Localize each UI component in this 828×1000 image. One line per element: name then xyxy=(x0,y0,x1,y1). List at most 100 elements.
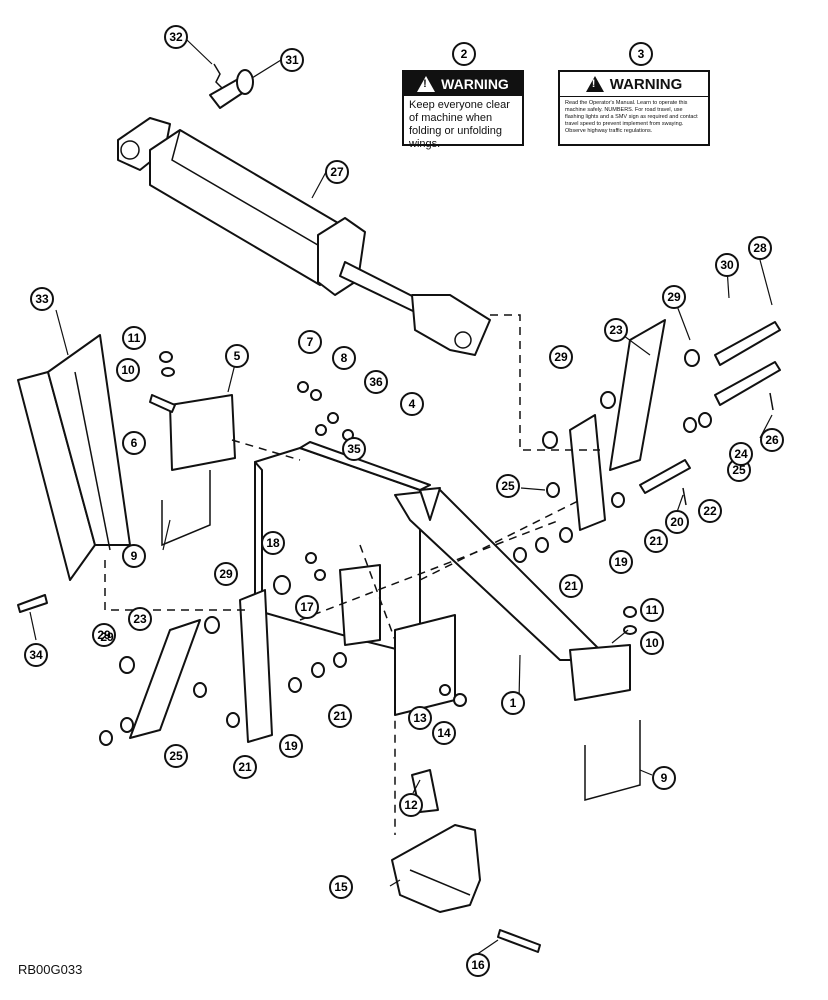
callout-21d: 21 xyxy=(233,755,257,779)
callout-19: 19 xyxy=(609,550,633,574)
callout-13: 13 xyxy=(408,706,432,730)
callout-32: 32 xyxy=(164,25,188,49)
callout-35: 35 xyxy=(342,437,366,461)
svg-text:29: 29 xyxy=(554,350,568,364)
callout-4: 4 xyxy=(400,392,424,416)
warning-triangle-icon: ! xyxy=(417,76,436,92)
svg-text:21: 21 xyxy=(238,760,252,774)
svg-text:11: 11 xyxy=(128,331,141,345)
svg-text:35: 35 xyxy=(347,442,361,456)
hydraulic-cylinder xyxy=(117,117,491,356)
callout-29d: 29 xyxy=(92,623,116,647)
svg-text:8: 8 xyxy=(341,351,348,365)
svg-text:19: 19 xyxy=(614,555,628,569)
svg-text:14: 14 xyxy=(437,726,451,740)
svg-text:25: 25 xyxy=(169,749,183,763)
washers xyxy=(99,349,712,746)
callout-20: 20 xyxy=(665,510,689,534)
warning-text: Read the Operator's Manual. Learn to ope… xyxy=(565,100,698,134)
callout-23b: 23 xyxy=(128,607,152,631)
svg-text:23: 23 xyxy=(609,323,623,337)
svg-text:5: 5 xyxy=(234,349,241,363)
callout-33: 33 xyxy=(30,287,54,311)
svg-text:6: 6 xyxy=(131,436,138,450)
alignment-lines xyxy=(104,314,600,835)
callout-36: 36 xyxy=(364,370,388,394)
callout-31: 31 xyxy=(280,48,304,72)
svg-text:11: 11 xyxy=(646,603,659,617)
warning-text: Keep everyone clear of machine when fold… xyxy=(409,99,510,150)
svg-text:34: 34 xyxy=(29,648,43,662)
callout-24: 24 xyxy=(729,442,753,466)
svg-text:30: 30 xyxy=(720,258,734,272)
callout-21b: 21 xyxy=(559,574,583,598)
svg-text:33: 33 xyxy=(35,292,49,306)
callout-19b: 19 xyxy=(279,734,303,758)
callout-9: 9 xyxy=(122,544,146,568)
svg-text:29: 29 xyxy=(97,628,111,642)
leader-lines xyxy=(29,39,773,956)
svg-text:25: 25 xyxy=(732,463,746,477)
callout-21: 21 xyxy=(644,529,668,553)
callout-16: 16 xyxy=(466,953,490,977)
svg-text:21: 21 xyxy=(649,534,663,548)
callout-30: 30 xyxy=(715,253,739,277)
svg-text:26: 26 xyxy=(765,433,779,447)
svg-text:27: 27 xyxy=(330,165,344,179)
links xyxy=(129,319,666,743)
callout-21c: 21 xyxy=(328,704,352,728)
svg-text:20: 20 xyxy=(670,515,684,529)
plates xyxy=(17,334,236,581)
callout-29b: 29 xyxy=(549,345,573,369)
u-bolts xyxy=(161,470,641,801)
callout-14: 14 xyxy=(432,721,456,745)
svg-text:2: 2 xyxy=(461,47,468,61)
svg-text:4: 4 xyxy=(409,397,416,411)
svg-text:21: 21 xyxy=(333,709,347,723)
svg-text:29: 29 xyxy=(100,630,114,644)
svg-text:24: 24 xyxy=(734,447,748,461)
callout-9b: 9 xyxy=(652,766,676,790)
callout-28: 28 xyxy=(748,236,772,260)
warning-decal-operators-manual: ! WARNING Read the Operator's Manual. Le… xyxy=(558,70,710,146)
callout-29: 29 xyxy=(662,285,686,309)
pins xyxy=(639,321,781,494)
svg-text:17: 17 xyxy=(300,600,314,614)
callout-1: 1 xyxy=(501,691,525,715)
svg-text:1: 1 xyxy=(510,696,517,710)
svg-text:19: 19 xyxy=(284,739,298,753)
svg-text:9: 9 xyxy=(661,771,668,785)
diagram-code: RB00G033 xyxy=(18,962,83,977)
callout-3: 3 xyxy=(629,42,653,66)
svg-text:7: 7 xyxy=(307,335,314,349)
svg-text:25: 25 xyxy=(501,479,515,493)
callout-23: 23 xyxy=(604,318,628,342)
svg-text:10: 10 xyxy=(645,636,659,650)
svg-text:12: 12 xyxy=(404,798,418,812)
callout-15: 15 xyxy=(329,875,353,899)
callout-12: 12 xyxy=(399,793,423,817)
svg-text:13: 13 xyxy=(413,711,427,725)
callout-6: 6 xyxy=(122,431,146,455)
callout-2: 2 xyxy=(452,42,476,66)
svg-text:15: 15 xyxy=(334,880,348,894)
callout-29c: 29 xyxy=(214,562,238,586)
svg-text:31: 31 xyxy=(285,53,299,67)
callout-11b: 11 xyxy=(640,598,664,622)
svg-text:18: 18 xyxy=(266,536,280,550)
callout-34: 34 xyxy=(24,643,48,667)
svg-text:3: 3 xyxy=(638,47,645,61)
svg-text:28: 28 xyxy=(753,241,767,255)
svg-text:10: 10 xyxy=(121,363,135,377)
svg-text:23: 23 xyxy=(133,612,147,626)
callout-8: 8 xyxy=(332,346,356,370)
callout-25b: 25 xyxy=(496,474,520,498)
callout-26: 26 xyxy=(760,428,784,452)
callout-5: 5 xyxy=(225,344,249,368)
mount-bracket xyxy=(391,824,481,913)
callout-25c: 25 xyxy=(164,744,188,768)
svg-text:21: 21 xyxy=(564,579,578,593)
pin-and-cotter xyxy=(209,63,254,109)
callout-markers: 32 31 2 3 27 28 30 29 33 11 10 5 7 8 36 … xyxy=(24,25,784,977)
